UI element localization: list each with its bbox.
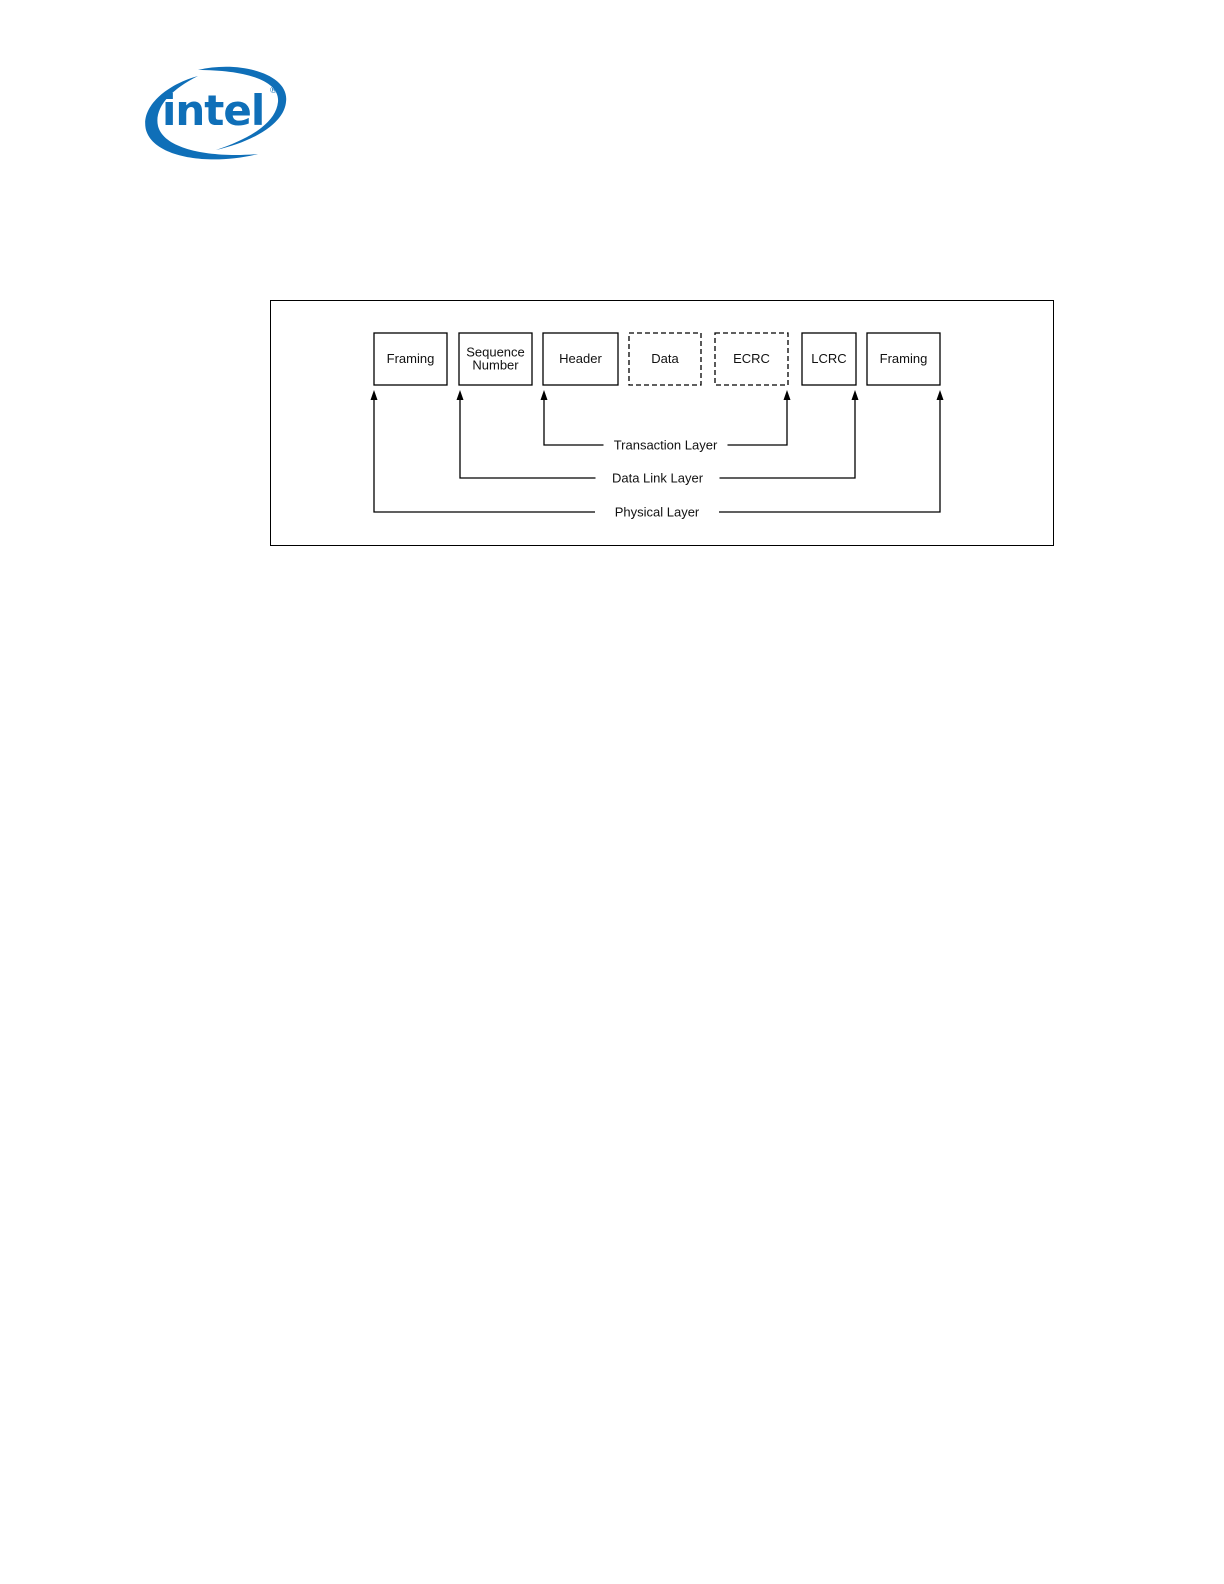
layer-arrow-left-icon [371, 390, 378, 400]
layer-bracket-left [460, 396, 596, 478]
intel-logo: intel ® [140, 62, 290, 162]
layer-bracket-right [728, 396, 788, 445]
layer-arrow-right-icon [852, 390, 859, 400]
layer-label: Transaction Layer [614, 438, 718, 453]
layer-arrow-right-icon [937, 390, 944, 400]
logo-wordmark: intel [162, 86, 264, 135]
layer-label: Physical Layer [615, 505, 700, 520]
packet-box-label: Header [559, 351, 602, 366]
layer-bracket-left [374, 396, 595, 512]
layer-bracket-left [544, 396, 604, 445]
packet-box-label: Number [472, 358, 519, 373]
packet-box-label: Framing [387, 351, 435, 366]
packet-box-label: ECRC [733, 351, 770, 366]
layer-arrow-right-icon [784, 390, 791, 400]
packet-box-label: Framing [880, 351, 928, 366]
layer-bracket-right [719, 396, 940, 512]
packet-box-label: LCRC [811, 351, 846, 366]
logo-registered-mark: ® [269, 86, 278, 96]
layer-arrow-left-icon [541, 390, 548, 400]
layer-arrow-left-icon [457, 390, 464, 400]
layer-label: Data Link Layer [612, 471, 704, 486]
packet-box-label: Data [651, 351, 679, 366]
